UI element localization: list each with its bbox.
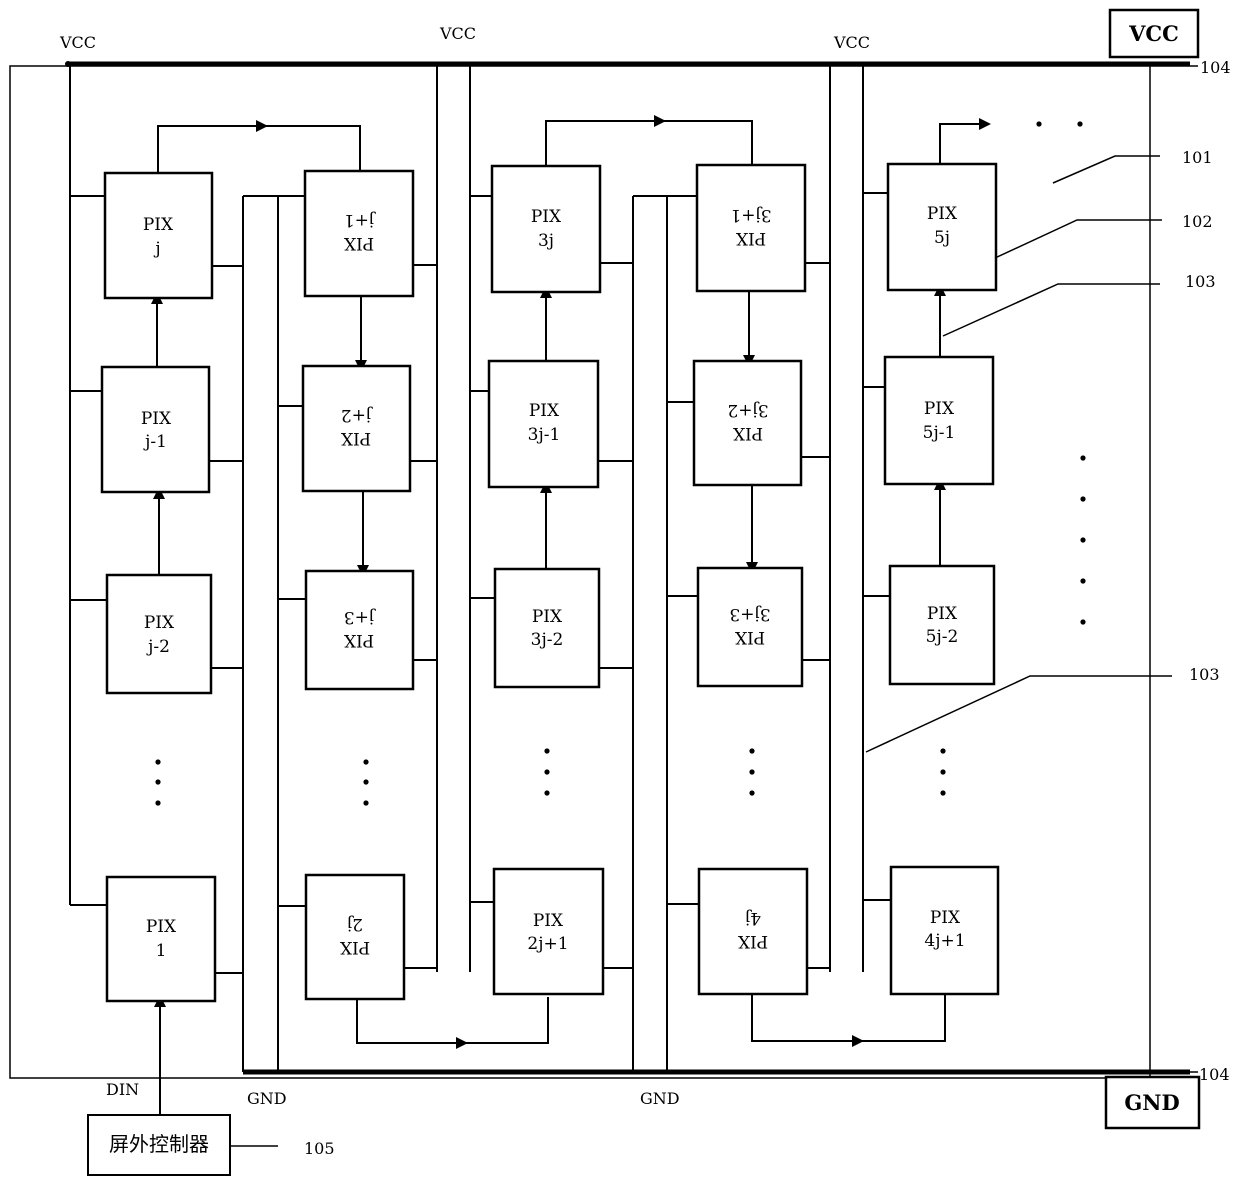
svg-text:PIX: PIX: [924, 399, 955, 419]
svg-text:VCC: VCC: [1128, 21, 1179, 46]
din-label: DIN: [106, 1080, 139, 1099]
svg-text:3j+1: 3j+1: [730, 205, 771, 225]
pixel-3j-minus-1: PIX 3j-1: [489, 361, 598, 487]
pixel-4j-plus-1: PIX 4j+1: [891, 867, 998, 994]
svg-text:3j: 3j: [538, 231, 554, 251]
pixel-1: PIX 1: [107, 877, 215, 1001]
ref-105: 105: [304, 1139, 335, 1158]
svg-text:3j+2: 3j+2: [727, 400, 768, 420]
svg-text:j+2: j+2: [341, 405, 373, 425]
pixel-4j: PIX 4j: [699, 869, 807, 994]
svg-text:5j-1: 5j-1: [923, 423, 956, 443]
pixel-3j-plus-2: PIX 3j+2: [694, 361, 801, 485]
vcc-terminal-box: VCC: [1110, 10, 1198, 57]
pixel-3j-minus-2: PIX 3j-2: [495, 569, 599, 687]
pixel-j-plus-3: PIX j+3: [306, 571, 413, 689]
gnd-label-1: GND: [247, 1089, 287, 1108]
pixel-2j-plus-1: PIX 2j+1: [494, 869, 603, 994]
svg-text:PIX: PIX: [735, 228, 766, 248]
svg-text:PIX: PIX: [532, 607, 563, 627]
svg-text:2j+1: 2j+1: [527, 934, 568, 954]
svg-text:PIX: PIX: [143, 215, 174, 235]
svg-text:PIX: PIX: [533, 911, 564, 931]
vcc-label-3: VCC: [833, 33, 870, 52]
svg-text:3j+3: 3j+3: [729, 604, 770, 624]
pixel-3j-plus-1: PIX 3j+1: [697, 165, 805, 291]
pixel-5j: PIX 5j: [888, 164, 996, 290]
svg-text:PIX: PIX: [141, 409, 172, 429]
svg-text:PIX: PIX: [339, 937, 370, 957]
pixel-2j: PIX 2j: [306, 875, 404, 999]
pixel-5j-minus-2: PIX 5j-2: [890, 566, 994, 684]
ref-102: 102: [1182, 212, 1213, 231]
svg-text:PIX: PIX: [734, 627, 765, 647]
svg-text:3j-1: 3j-1: [528, 425, 561, 445]
svg-text:PIX: PIX: [340, 428, 371, 448]
off-screen-controller: 屏外控制器: [88, 1115, 230, 1175]
svg-text:j-2: j-2: [146, 637, 170, 657]
vcc-label-1: VCC: [59, 33, 96, 52]
ref-104-bottom: 104: [1199, 1065, 1230, 1084]
vcc-label-2: VCC: [439, 24, 476, 43]
pixel-5j-minus-1: PIX 5j-1: [885, 357, 993, 484]
svg-text:j: j: [153, 239, 160, 259]
svg-text:2j: 2j: [347, 914, 363, 934]
ref-103-bottom: 103: [1189, 665, 1220, 684]
svg-text:PIX: PIX: [737, 931, 768, 951]
svg-text:3j-2: 3j-2: [531, 630, 564, 650]
pixel-j-minus-2: PIX j-2: [107, 575, 211, 693]
pixel-j-minus-1: PIX j-1: [102, 367, 209, 492]
ref-101: 101: [1182, 148, 1213, 167]
svg-text:PIX: PIX: [732, 423, 763, 443]
ref-104-top: 104: [1200, 58, 1231, 77]
svg-text:PIX: PIX: [529, 401, 560, 421]
pixel-j-plus-1: PIX j+1: [305, 171, 413, 296]
pixel-3j: PIX 3j: [492, 166, 600, 292]
svg-text:PIX: PIX: [930, 908, 961, 928]
svg-text:j+1: j+1: [344, 210, 376, 230]
svg-text:屏外控制器: 屏外控制器: [109, 1132, 209, 1156]
svg-text:PIX: PIX: [146, 917, 177, 937]
svg-text:j+3: j+3: [344, 607, 376, 627]
pixel-j: PIX j: [105, 173, 212, 298]
svg-text:5j-2: 5j-2: [926, 627, 959, 647]
svg-text:PIX: PIX: [144, 613, 175, 633]
gnd-terminal-box: GND: [1106, 1077, 1199, 1128]
svg-text:5j: 5j: [934, 228, 950, 248]
svg-text:4j: 4j: [745, 908, 761, 928]
svg-text:GND: GND: [1124, 1090, 1179, 1115]
svg-text:PIX: PIX: [343, 233, 374, 253]
pixel-j-plus-2: PIX j+2: [303, 366, 410, 491]
pixel-3j-plus-3: PIX 3j+3: [698, 568, 802, 686]
gnd-label-2: GND: [640, 1089, 680, 1108]
ref-103-top: 103: [1185, 272, 1216, 291]
svg-text:PIX: PIX: [927, 604, 958, 624]
svg-text:1: 1: [156, 941, 167, 961]
svg-text:4j+1: 4j+1: [924, 931, 965, 951]
svg-text:PIX: PIX: [343, 630, 374, 650]
svg-text:PIX: PIX: [531, 207, 562, 227]
svg-text:j-1: j-1: [143, 432, 167, 452]
svg-text:PIX: PIX: [927, 204, 958, 224]
